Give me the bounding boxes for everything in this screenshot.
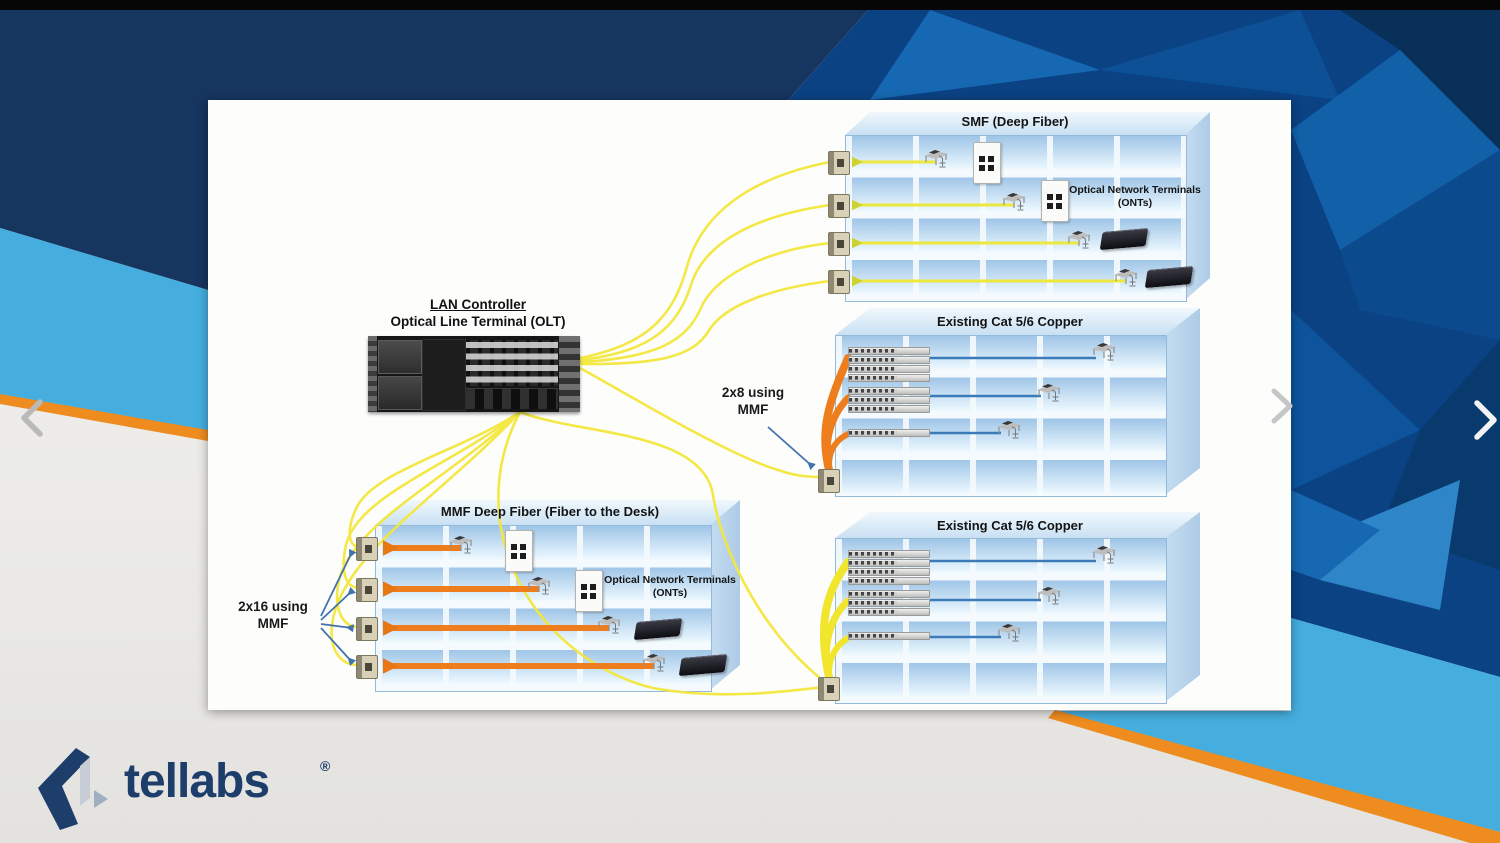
building-smf-roof xyxy=(845,112,1210,135)
ont-wall-unit-icon xyxy=(575,570,603,612)
smf-ont-label-line2: (ONTs) xyxy=(1117,197,1153,209)
ont-wall-unit-icon xyxy=(1041,180,1069,222)
ont-wall-unit-icon xyxy=(973,142,1001,184)
desk-icon xyxy=(1114,269,1138,287)
olt-label-line1: LAN Controller xyxy=(430,297,526,312)
olt-label: LAN Controller Optical Line Terminal (OL… xyxy=(358,296,598,330)
switch-stack-icon xyxy=(848,429,930,438)
fiber-wall-connector xyxy=(828,194,850,218)
olt-label-line2: Optical Line Terminal (OLT) xyxy=(390,314,566,329)
next-slide-button[interactable] xyxy=(1470,396,1500,447)
fiber-wall-connector xyxy=(818,677,840,701)
fiber-wall-connector xyxy=(356,655,378,679)
tellabs-logo-mark xyxy=(38,748,108,830)
desk-icon xyxy=(449,536,473,554)
switch-stack-icon xyxy=(848,550,930,586)
tellabs-wordmark: tellabs xyxy=(124,755,270,808)
slide: SMF (Deep Fiber) Optical Network Termina… xyxy=(208,100,1293,710)
desk-icon xyxy=(1037,587,1061,605)
tellabs-logo: tellabs ® xyxy=(32,740,362,830)
building-cat-bottom-side xyxy=(1165,512,1200,702)
fiber-wall-connector xyxy=(356,578,378,602)
slide-next-chevron[interactable] xyxy=(1266,386,1296,429)
switch-stack-icon xyxy=(848,632,930,641)
building-mmf-roof xyxy=(375,500,740,525)
building-cat-bottom-roof xyxy=(835,512,1200,538)
fiber-wall-connector xyxy=(356,537,378,561)
desk-icon xyxy=(924,150,948,168)
desk-icon xyxy=(1002,193,1026,211)
registered-mark: ® xyxy=(320,758,331,774)
smf-ont-label-line1: Optical Network Terminals xyxy=(1069,184,1201,196)
desk-icon xyxy=(997,624,1021,642)
annotation-2x16: 2x16 using MMF xyxy=(213,598,333,632)
prev-slide-button[interactable] xyxy=(14,396,50,443)
olt-line-cards xyxy=(466,340,558,386)
olt-rack xyxy=(368,336,580,412)
desk-icon xyxy=(1092,546,1116,564)
annotation-2x8: 2x8 using MMF xyxy=(688,384,818,418)
building-cat-top-roof xyxy=(835,308,1200,335)
switch-stack-icon xyxy=(848,590,930,617)
cable-overlay xyxy=(320,156,1126,696)
olt-left-rail xyxy=(368,336,377,412)
building-cat-bottom-title: Existing Cat 5/6 Copper xyxy=(937,518,1083,533)
mmf-ont-label-line2: (ONTs) xyxy=(652,587,688,599)
navy-top-band xyxy=(0,10,868,100)
switch-stack-icon xyxy=(848,387,930,414)
fiber-wall-connector xyxy=(356,617,378,641)
chevron-right-icon xyxy=(1474,400,1497,440)
building-cat-top-side xyxy=(1165,308,1200,495)
annotation-2x8-line2: MMF xyxy=(737,402,769,417)
olt-io-panel xyxy=(466,388,558,409)
olt-right-rail xyxy=(559,336,580,412)
desk-icon xyxy=(597,616,621,634)
desk-icon xyxy=(997,421,1021,439)
building-cat-top-title: Existing Cat 5/6 Copper xyxy=(937,314,1083,329)
olt-fan-module xyxy=(378,340,422,374)
desk-icon xyxy=(642,654,666,672)
desk-icon xyxy=(527,577,551,595)
switch-stack-icon xyxy=(848,347,930,383)
annotation-2x8-line1: 2x8 using xyxy=(721,385,785,400)
fiber-wall-connector xyxy=(818,469,840,493)
top-black-bar xyxy=(0,0,1500,10)
fiber-wall-connector xyxy=(828,151,850,175)
annotation-2x16-line1: 2x16 using xyxy=(238,599,308,614)
building-smf-title: SMF (Deep Fiber) xyxy=(961,114,1069,129)
chevron-right-icon xyxy=(1271,388,1293,424)
desk-icon xyxy=(1037,384,1061,402)
building-mmf-title: MMF Deep Fiber (Fiber to the Desk) xyxy=(440,504,660,519)
fiber-wall-connector xyxy=(828,270,850,294)
desk-icon xyxy=(1092,343,1116,361)
mmf-ont-label-line1: Optical Network Terminals xyxy=(604,574,736,586)
smf-ont-label: Optical Network Terminals (ONTs) xyxy=(1060,184,1210,210)
mmf-ont-label: Optical Network Terminals (ONTs) xyxy=(595,574,745,600)
olt-blank-panel xyxy=(422,339,466,411)
chevron-left-icon xyxy=(21,399,43,437)
annotation-2x16-line2: MMF xyxy=(257,616,289,631)
fiber-wall-connector xyxy=(828,232,850,256)
olt-fan-module xyxy=(378,376,422,410)
ont-wall-unit-icon xyxy=(505,530,533,572)
desk-icon xyxy=(1067,231,1091,249)
